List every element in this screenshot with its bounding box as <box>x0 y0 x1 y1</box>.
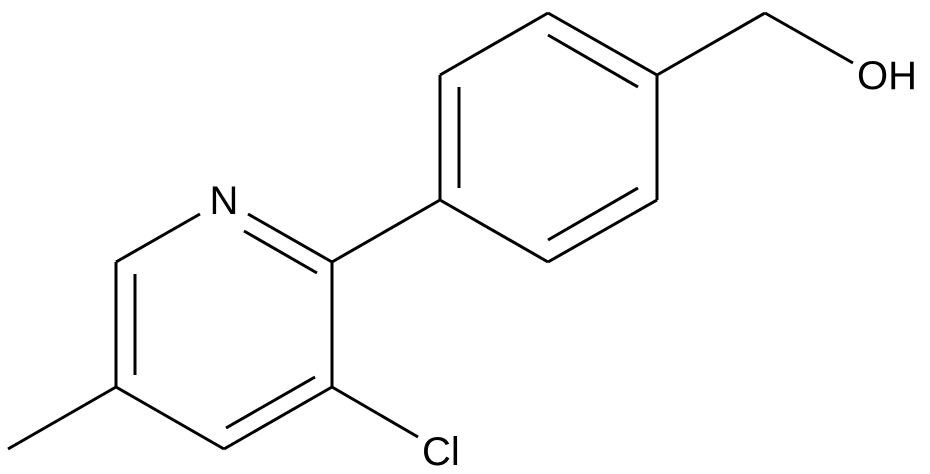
bond-c5-methyl <box>7 385 117 451</box>
bond-biaryl <box>331 198 441 264</box>
bond-b3-b4 <box>547 11 658 77</box>
benzene-ring <box>438 11 659 264</box>
nitrogen-label: N <box>210 179 239 223</box>
bond-c3-c4-inner <box>225 375 316 430</box>
bond-b6-b1 <box>439 198 549 264</box>
pyridine-ring <box>114 212 334 451</box>
bond-b3-b4-inner <box>547 33 639 89</box>
bond-c3-c4 <box>223 385 333 451</box>
chlorine-label: Cl <box>422 430 460 474</box>
hydroxyl-label: OH <box>857 54 917 98</box>
bond-c3-cl <box>331 385 419 439</box>
bond-n-c2 <box>247 212 333 264</box>
bond-n-c2-inner <box>243 229 318 275</box>
bond-b5-b6-inner <box>547 186 639 242</box>
bond-n-c6 <box>115 212 201 264</box>
bond-b2-b3 <box>439 11 549 77</box>
bond-b5-b6 <box>547 198 658 264</box>
bond-c4-c5 <box>115 385 225 451</box>
bond-ch2-o <box>764 11 854 65</box>
bond-b4-ch2 <box>656 11 766 77</box>
